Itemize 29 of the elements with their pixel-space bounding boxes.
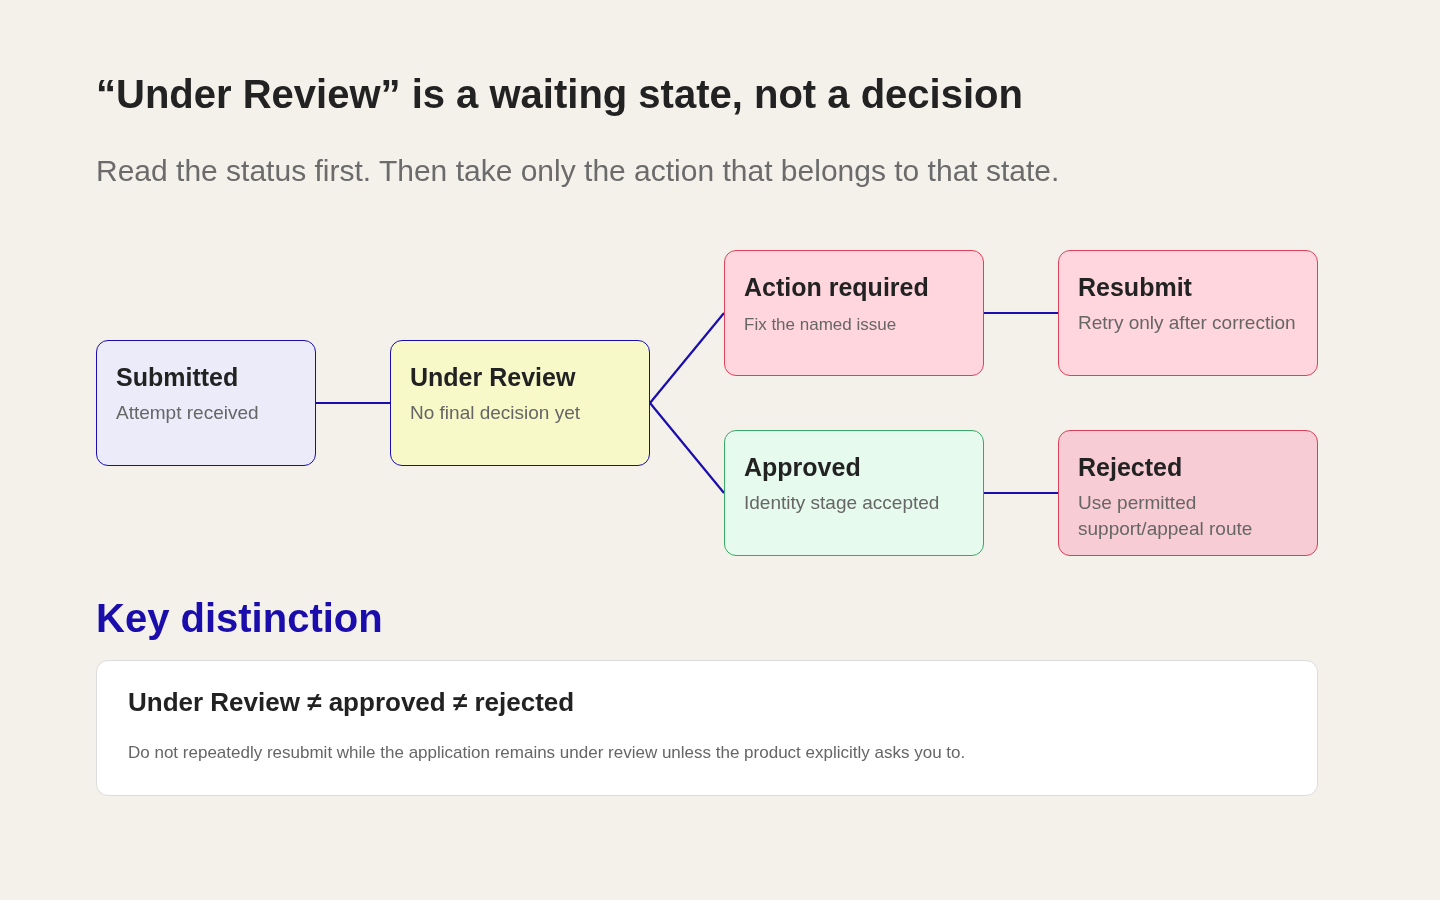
state-box xyxy=(390,340,650,466)
state-title: Submitted xyxy=(116,363,240,392)
state-description: Fix the named issue xyxy=(744,314,898,336)
state-box xyxy=(1058,430,1318,556)
state-description: Attempt received xyxy=(116,401,260,425)
state-box xyxy=(96,340,316,466)
state-title: Under Review xyxy=(410,363,577,392)
subtitle: Read the status first. Then take only the action that belongs to that state. xyxy=(96,154,1060,188)
state-box xyxy=(1058,250,1318,376)
state-title: Resubmit xyxy=(1078,273,1193,302)
state-description: No final decision yet xyxy=(410,401,582,425)
state-title: Under Review ≠ approved ≠ rejected xyxy=(128,687,576,718)
connector-line xyxy=(984,491,1058,495)
state-title: Rejected xyxy=(1078,453,1184,482)
state-box xyxy=(724,250,984,376)
state-title: Approved xyxy=(744,453,862,482)
state-description: Retry only after correction xyxy=(1078,311,1297,335)
state-description: Identity stage accepted xyxy=(744,491,941,515)
state-description: Use permitted support/appeal route xyxy=(1078,491,1254,541)
state-title: Action required xyxy=(744,273,930,302)
connector-line xyxy=(316,401,390,405)
connector-line xyxy=(649,402,725,494)
state-box xyxy=(724,430,984,556)
connector-line xyxy=(649,312,725,404)
state-description: Do not repeatedly resubmit while the application remains under review unless the product explicitly asks you to. xyxy=(128,742,967,764)
title: “Under Review” is a waiting state, not a decision xyxy=(96,72,1023,117)
section-heading: Key distinction xyxy=(96,596,383,641)
note-card xyxy=(96,660,1318,796)
connector-line xyxy=(984,311,1058,315)
